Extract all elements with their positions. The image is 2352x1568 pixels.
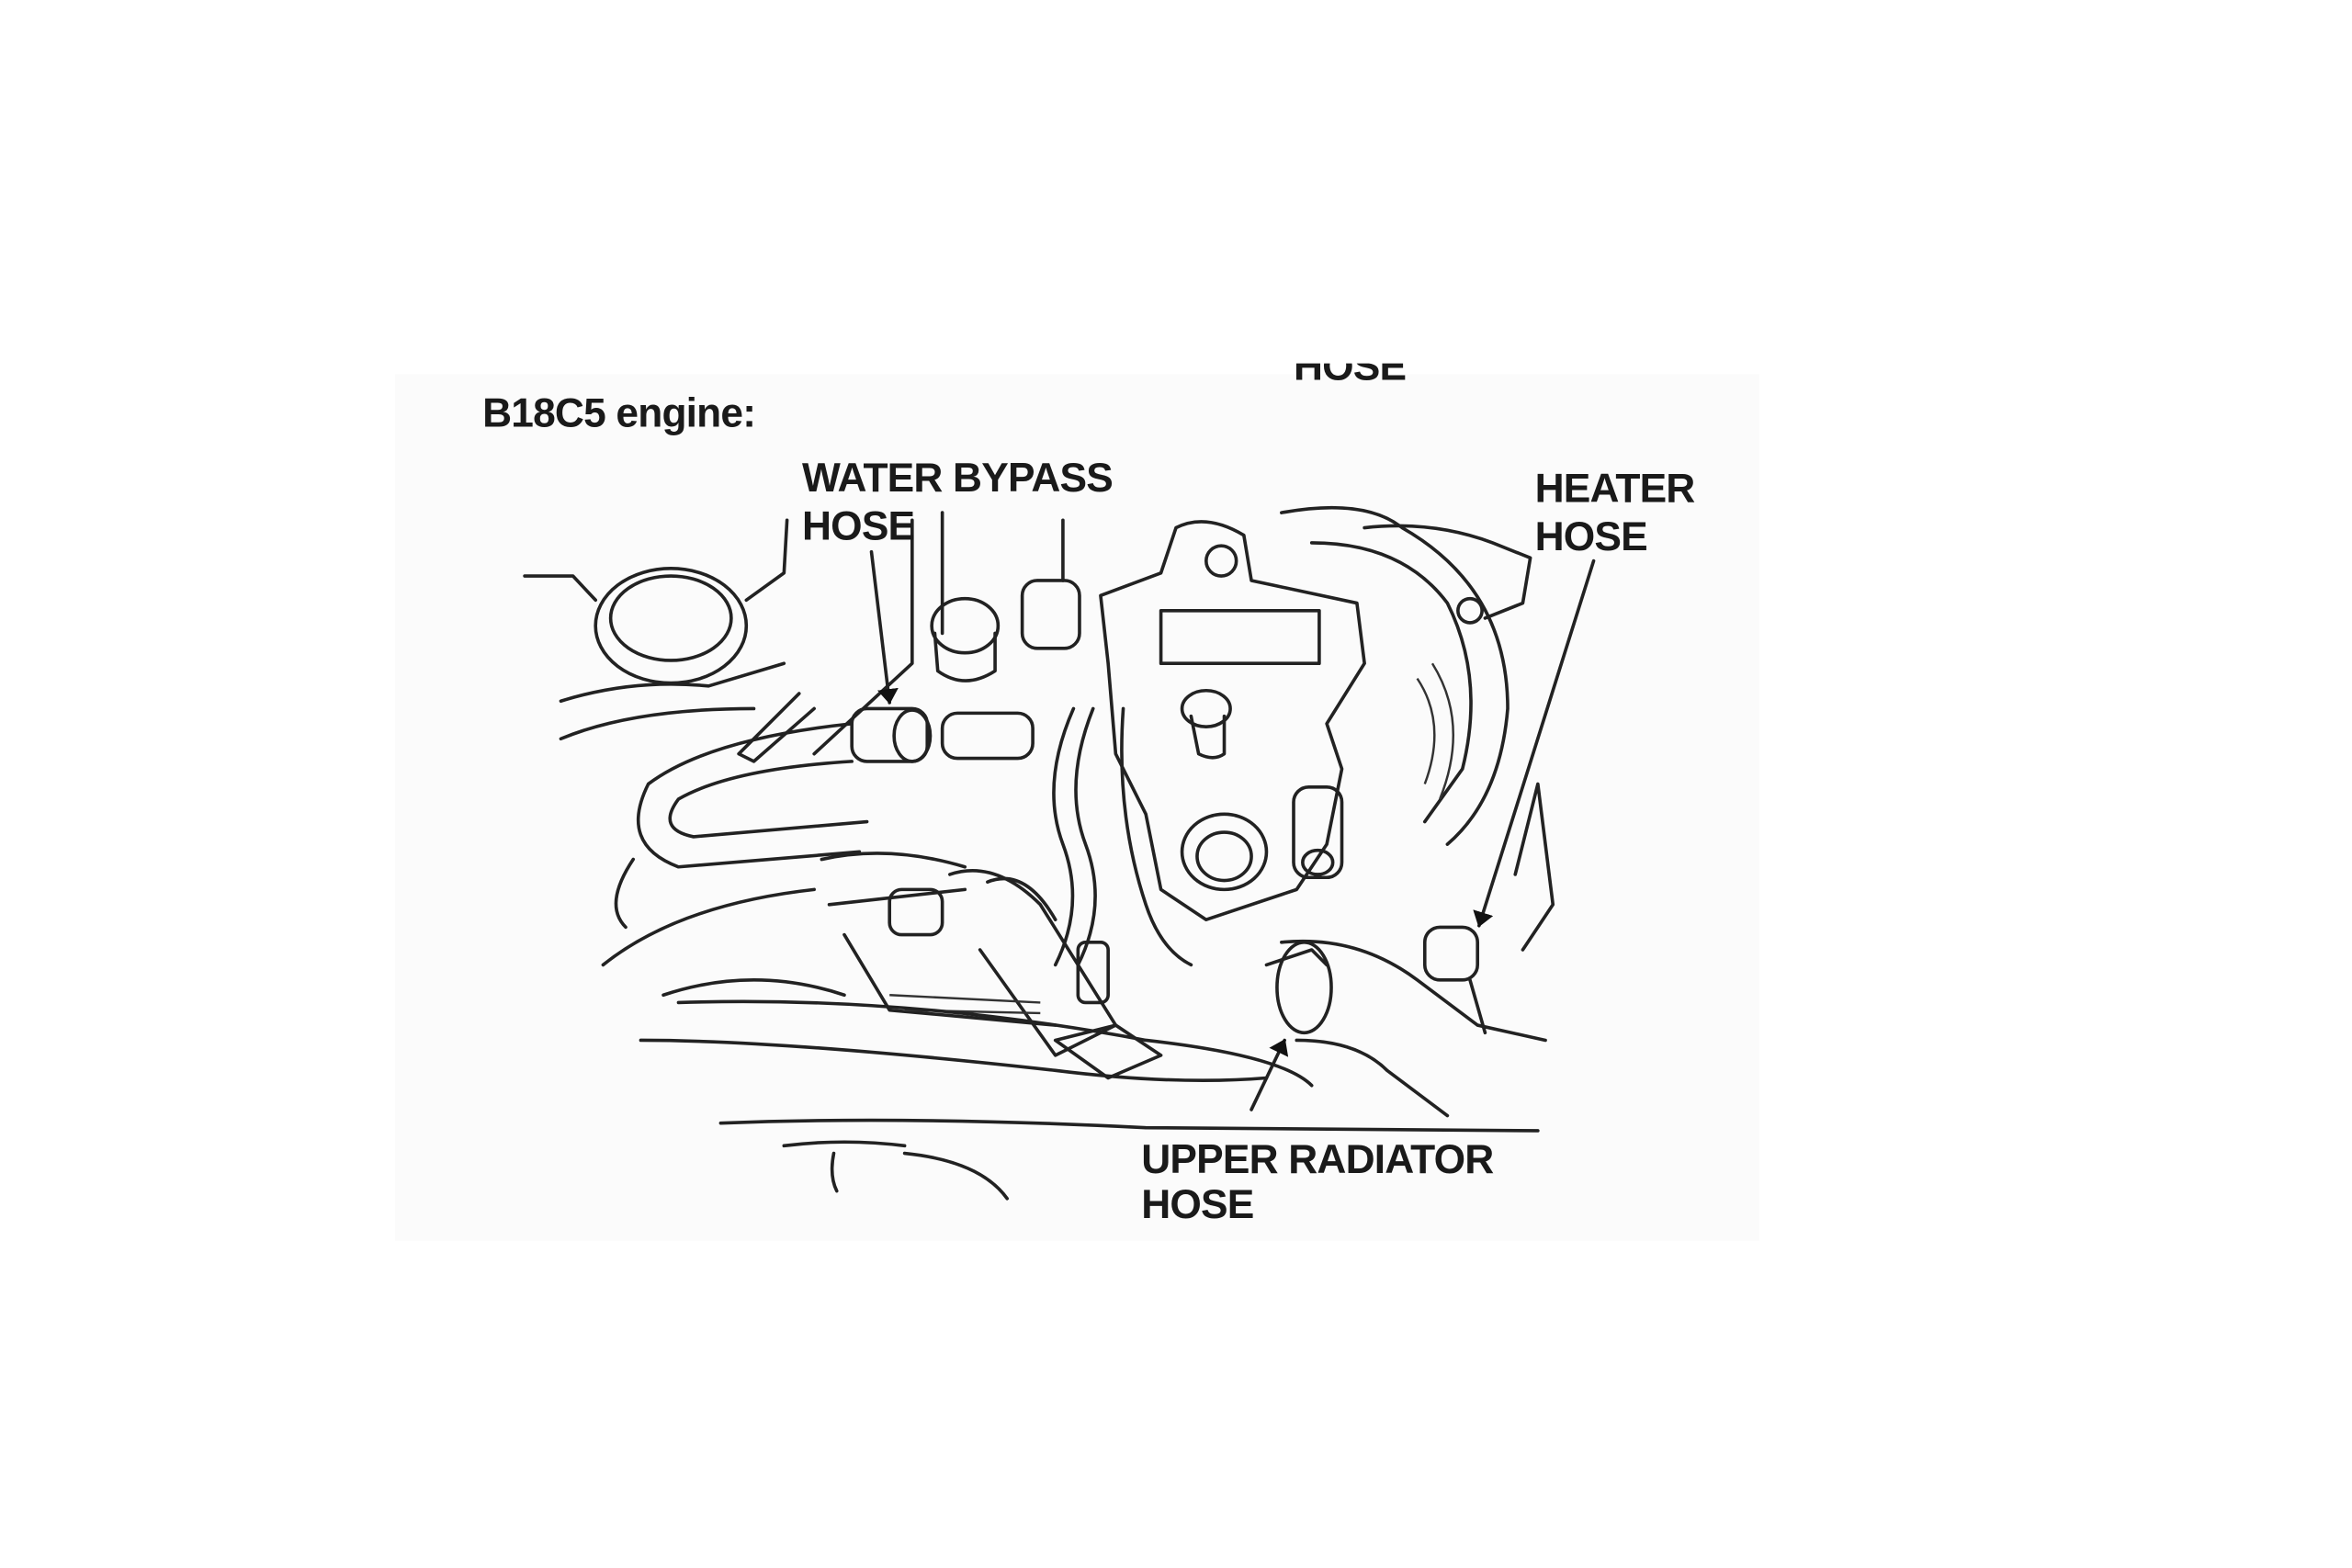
- upper-radiator-hose-label: UPPER RADIATOR HOSE: [1141, 1137, 1495, 1227]
- water-bypass-arrow: [869, 549, 899, 705]
- upper-radiator-arrow: [1250, 1038, 1289, 1111]
- water-bypass-hose-label: WATER BYPASS HOSE: [802, 456, 1114, 549]
- svg-text:HOSE: HOSE: [1141, 1182, 1253, 1227]
- diagram-title: B18C5 engine:: [482, 391, 755, 436]
- svg-text:HEATER: HEATER: [1535, 467, 1696, 512]
- svg-text:UPPER RADIATOR: UPPER RADIATOR: [1141, 1137, 1494, 1182]
- svg-text:HOSE: HOSE: [1535, 514, 1647, 559]
- heater-hose-label: HEATER HOSE: [1535, 467, 1697, 560]
- heater-hose-arrow: [1473, 558, 1596, 928]
- engine-illustration: [523, 505, 1555, 1201]
- cut-label: HOSE: [1294, 344, 1407, 389]
- svg-text:WATER BYPASS: WATER BYPASS: [802, 456, 1113, 501]
- svg-text:HOSE: HOSE: [802, 504, 914, 549]
- svg-text:HOSE: HOSE: [1294, 344, 1406, 389]
